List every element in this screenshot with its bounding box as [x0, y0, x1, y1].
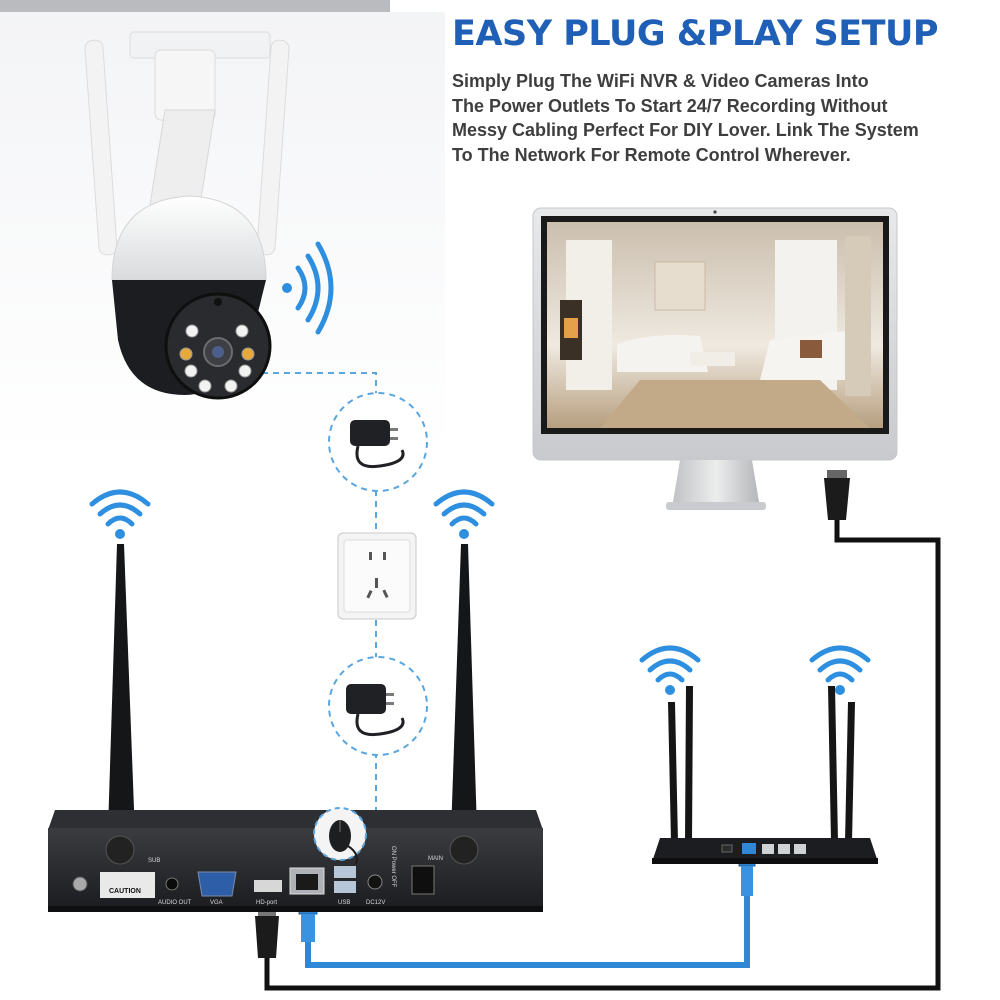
- caution-label: CAUTION: [109, 888, 141, 895]
- usb-label: USB: [338, 900, 350, 906]
- router: [652, 686, 878, 864]
- power-adapter-icon: [346, 684, 405, 737]
- hdmi-plug-icon: [255, 908, 279, 958]
- power-adapter-top: [328, 392, 428, 492]
- audio-out-label: AUDIO OUT: [158, 900, 192, 906]
- hdmi-plug-icon: [824, 470, 850, 520]
- top-band: [0, 0, 390, 12]
- hdmi-cable: [255, 470, 941, 991]
- page-title: EASY PLUG &PLAY SETUP: [452, 14, 939, 54]
- hd-port-label: HD-port: [256, 900, 277, 906]
- wall-socket-icon: [337, 532, 417, 620]
- ptz-camera: [84, 31, 290, 400]
- vga-label: VGA: [210, 900, 223, 906]
- wifi-signal-icon: [639, 645, 701, 695]
- power-adapter-icon: [350, 420, 405, 469]
- monitor: [532, 207, 898, 510]
- wifi-signal-icon: [89, 489, 151, 539]
- power-adapter-bottom: [328, 656, 428, 756]
- wifi-signal-icon: [282, 241, 334, 335]
- room-image: [547, 222, 883, 428]
- wifi-signal-icon: [433, 489, 495, 539]
- mouse-icon: [329, 820, 358, 865]
- nvr-antennas: [107, 544, 478, 862]
- main-antenna-label: MAIN: [428, 856, 443, 862]
- description-line: The Power Outlets To Start 24/7 Recordin…: [452, 95, 888, 116]
- wifi-signal-icon: [809, 645, 871, 695]
- mouse-accessory: [313, 807, 367, 865]
- nvr-recorder: SUB MAIN CAUTION AUDIO OUT VGA HD-port U…: [48, 810, 543, 912]
- dc12v-label: DC12V: [366, 900, 385, 906]
- sub-antenna-label: SUB: [148, 858, 160, 864]
- description-line: Messy Cabling Perfect For DIY Lover. Lin…: [452, 120, 919, 140]
- description-line: To The Network For Remote Control Wherev…: [452, 144, 851, 165]
- description: Simply Plug The WiFi NVR & Video Cameras…: [452, 69, 992, 167]
- power-switch-label: ON Power OFF: [390, 846, 396, 888]
- description-line: Simply Plug The WiFi NVR & Video Cameras…: [452, 71, 869, 91]
